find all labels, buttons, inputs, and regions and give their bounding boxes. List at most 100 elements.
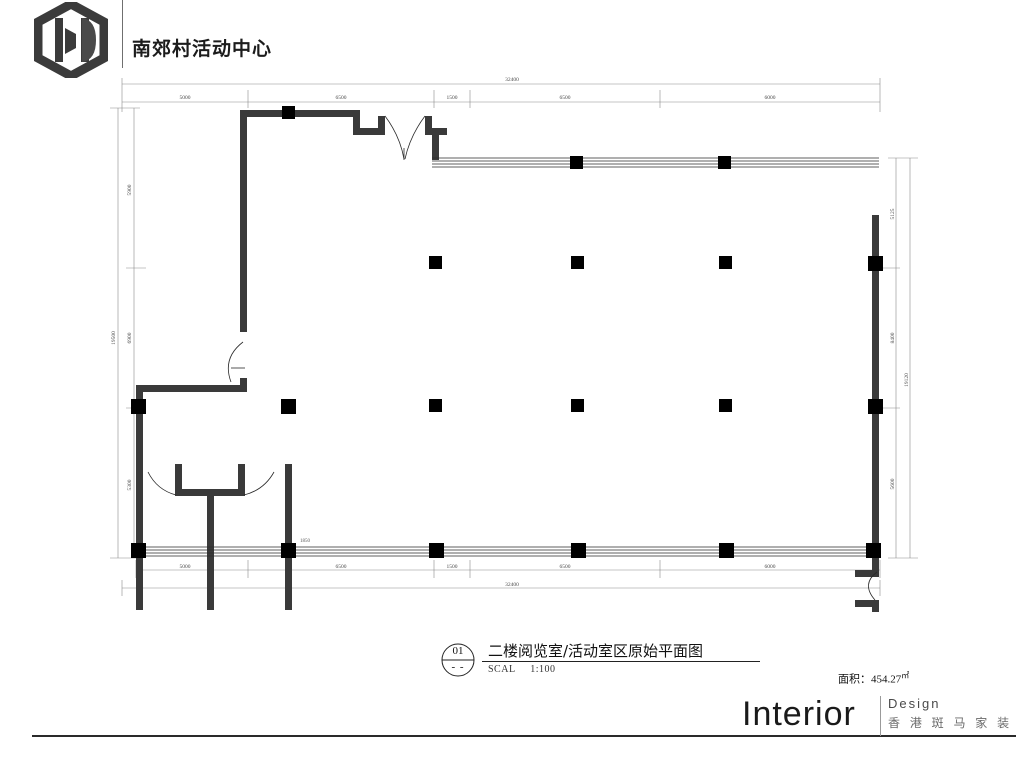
top-right-glazing	[432, 157, 879, 168]
dimension-labels-left: 5900 6900 5300 19500	[111, 184, 133, 490]
column-bottom-c5	[866, 543, 881, 558]
scale-label: SCAL	[488, 664, 516, 675]
door-swing-right-lower	[868, 571, 878, 601]
footer-divider	[32, 735, 1016, 737]
column-interior-r2c3	[719, 399, 732, 412]
wall-top-left-a	[240, 110, 360, 117]
scale-value: 1:100	[530, 664, 556, 675]
title-underline	[482, 661, 760, 662]
column-bottom-c0	[131, 543, 146, 558]
brand-subtitle-en: Design	[888, 696, 941, 711]
column-bottom-c3	[571, 543, 586, 558]
wall-doorjamb-right	[425, 116, 432, 135]
column-interior-r2c2	[571, 399, 584, 412]
door-swing-room-right	[243, 471, 275, 496]
header-divider	[122, 0, 123, 68]
dimension-labels-bottom: 5000 6500 1500 6500 6000 32400	[180, 564, 776, 588]
wall-right-lower-jog	[855, 570, 879, 577]
dim-right-seg-1: 8400	[890, 332, 896, 343]
footer-brand: Interior Design 香 港 斑 马 家 装	[742, 694, 1022, 738]
detail-bubble-icon	[441, 643, 475, 677]
wall-room-outer-right	[285, 464, 292, 610]
floor-plan-drawing: 32400 5000 6500 1500 6500 6000 5000 6500…	[0, 60, 1024, 620]
dim-bot-seg-2: 1500	[447, 564, 458, 570]
wall-far-left-vertical	[136, 385, 143, 610]
floor-plan-svg: 32400 5000 6500 1500 6500 6000 5000 6500…	[110, 77, 918, 612]
column-left-room	[281, 399, 296, 414]
area-unit: ㎡	[901, 671, 910, 680]
column-interior-r1c2	[571, 256, 584, 269]
dim-top-seg-3: 6500	[560, 95, 571, 101]
drawing-title-block: 01 - - 二楼阅览室/活动室区原始平面图 SCAL 1:100	[440, 640, 840, 686]
dim-top-seg-1: 6500	[336, 95, 347, 101]
column-interior-r1c1	[429, 256, 442, 269]
door-swing-top-right	[404, 115, 426, 160]
column-interior-r2c1	[429, 399, 442, 412]
dim-bot-seg-3: 6500	[560, 564, 571, 570]
dim-right-overall: 19120	[904, 373, 910, 387]
column-top-mid	[570, 156, 583, 169]
wall-mid-left-horizontal	[143, 385, 247, 392]
bottom-glazing	[140, 546, 879, 557]
dim-left-seg-0: 5900	[127, 184, 133, 195]
area-value: 454.27	[871, 673, 902, 686]
drawing-title: 二楼阅览室/活动室区原始平面图	[488, 642, 704, 660]
area-note: 面积：454.27㎡	[838, 670, 909, 687]
dim-bot-seg-4: 6000	[765, 564, 776, 570]
dim-left-overall: 19500	[111, 331, 117, 345]
column-top-left	[282, 106, 295, 119]
wall-right-bottom-jog	[855, 600, 879, 607]
dim-bot-seg-0: 5000	[180, 564, 191, 570]
detail-sheet-ref: - -	[451, 661, 465, 673]
wall-jog-v1	[353, 110, 360, 135]
drawing-scale: SCAL 1:100	[488, 664, 555, 675]
wall-doorjamb-left	[378, 116, 385, 135]
door-swing-left-upper	[227, 341, 244, 383]
dimension-group-left	[110, 107, 146, 559]
column-right-lower	[868, 399, 883, 414]
wall-left-upper-vertical	[240, 110, 247, 332]
page-header: 南郊村活动中心	[0, 0, 1024, 82]
wall-room-left-jamb	[175, 464, 182, 496]
page-title: 南郊村活动中心	[132, 38, 273, 60]
detail-number: 01	[452, 645, 464, 657]
brand-subtitle-cn: 香 港 斑 马 家 装	[888, 716, 1013, 730]
door-swing-room-left	[147, 471, 177, 496]
dimension-labels-right: 5125 8400 5600 19120	[890, 208, 910, 489]
dimension-labels-top: 32400 5000 6500 1500 6500 6000	[180, 77, 776, 101]
column-group	[131, 106, 883, 558]
dim-top-seg-2: 1500	[447, 95, 458, 101]
dim-left-seg-2: 5300	[127, 479, 133, 490]
dim-top-seg-0: 5000	[180, 95, 191, 101]
brand-divider	[880, 696, 881, 736]
dimension-group-right	[880, 157, 918, 559]
wall-group	[136, 110, 879, 612]
dim-left-seg-1: 6900	[127, 332, 133, 343]
column-bottom-c1	[281, 543, 296, 558]
area-label: 面积：	[838, 673, 871, 686]
column-bottom-c4	[719, 543, 734, 558]
door-group	[147, 115, 878, 601]
wall-room-right-jamb	[238, 464, 245, 496]
dim-right-seg-0: 5125	[890, 208, 896, 219]
dim-top-seg-4: 6000	[765, 95, 776, 101]
column-left-mid	[131, 399, 146, 414]
wall-right-vertical-lower	[872, 600, 879, 612]
column-interior-r1c3	[719, 256, 732, 269]
column-top-right	[718, 156, 731, 169]
dim-bot-seg-1: 6500	[336, 564, 347, 570]
wall-room-divider	[207, 489, 214, 610]
bd-hexagon-monogram-icon	[33, 0, 109, 82]
wall-right-vertical-upper	[872, 215, 879, 570]
column-bottom-c2	[429, 543, 444, 558]
wall-jog-v2	[432, 128, 439, 160]
wall-jog-h1	[353, 128, 385, 135]
dim-inner-note: 1850	[300, 539, 311, 544]
column-right-upper	[868, 256, 883, 271]
dim-bot-overall: 32400	[505, 582, 519, 588]
brand-name: Interior	[742, 695, 856, 733]
dim-right-seg-2: 5600	[890, 478, 896, 489]
door-swing-top-left	[384, 115, 405, 160]
dimension-group-top	[121, 78, 881, 112]
dim-top-overall: 32400	[505, 77, 519, 83]
